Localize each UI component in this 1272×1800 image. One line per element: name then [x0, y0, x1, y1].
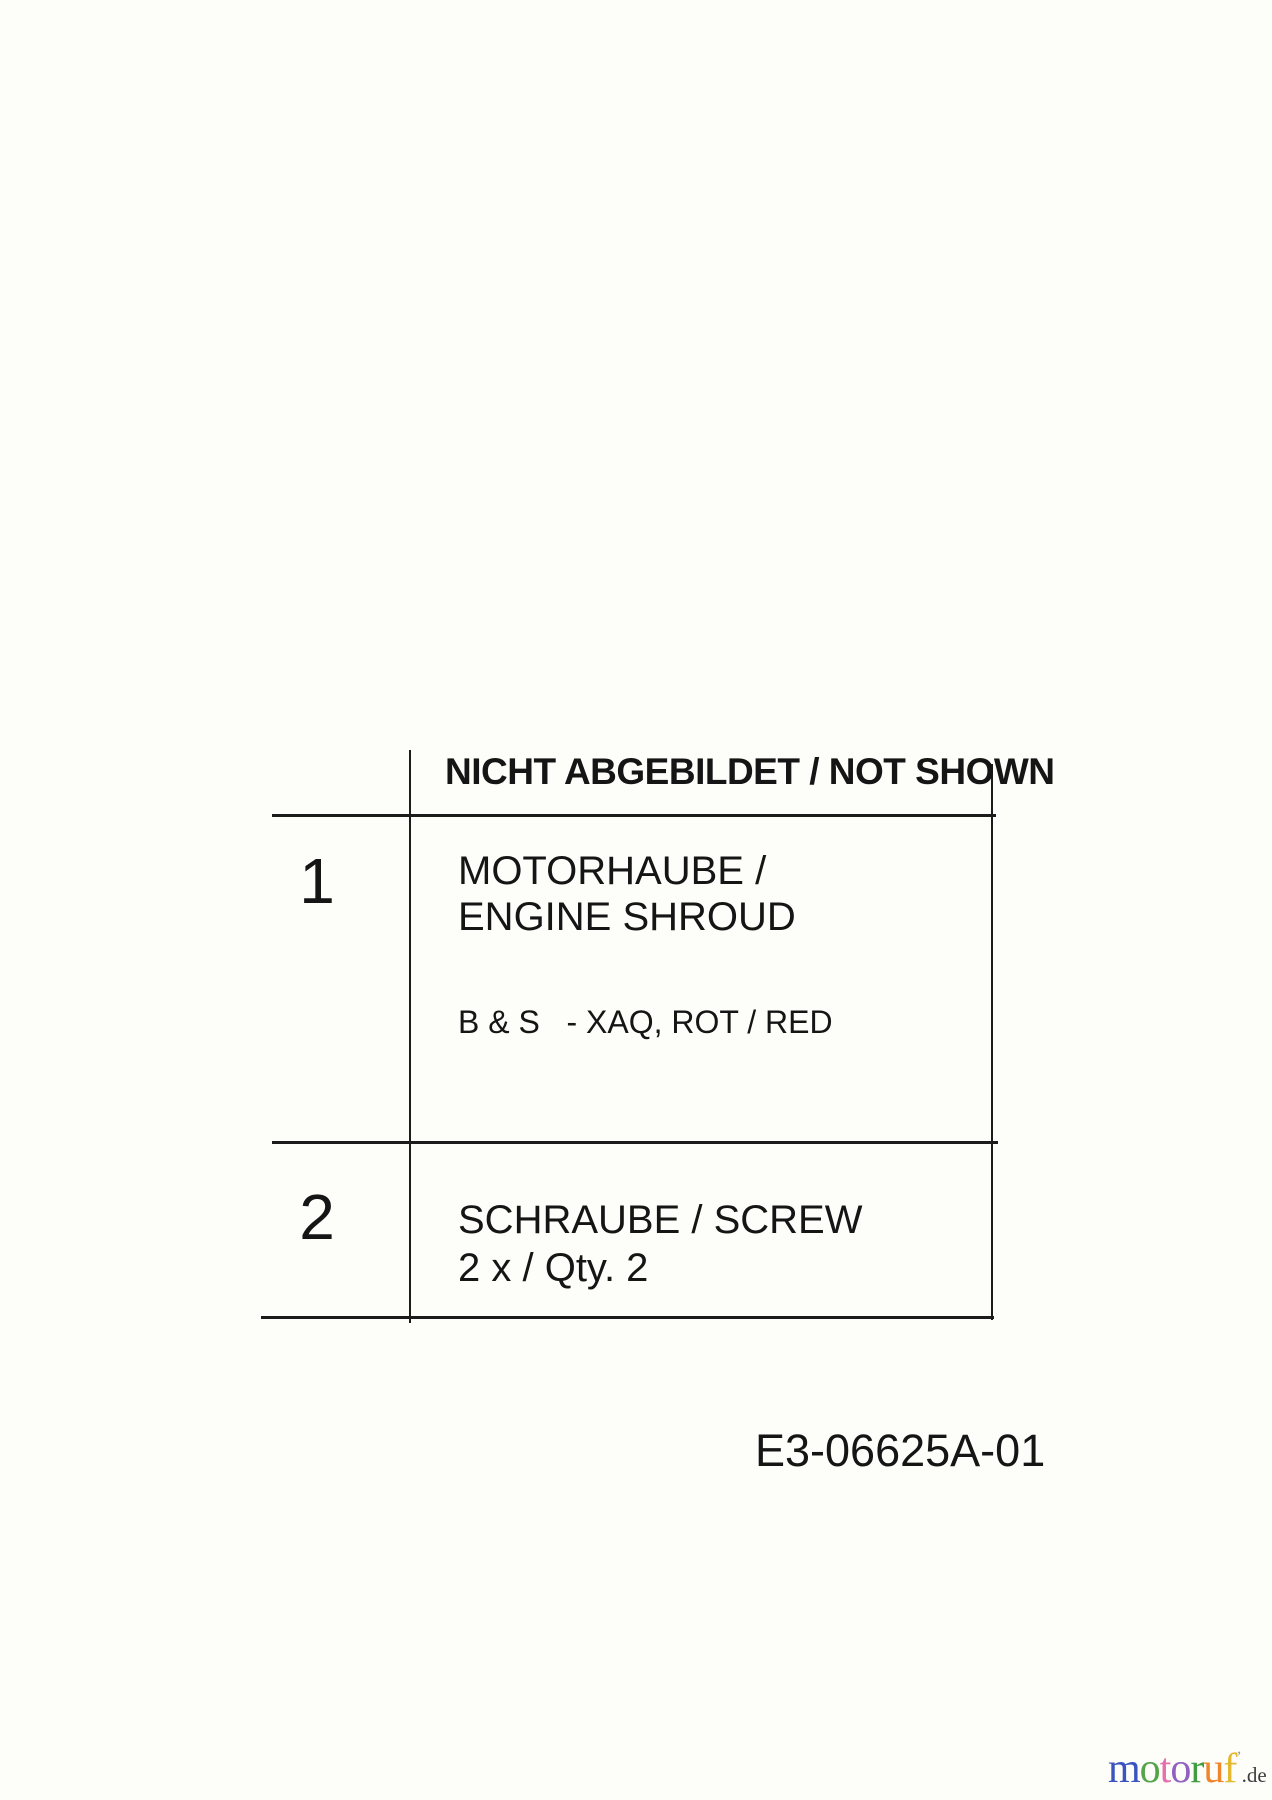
logo-letter: u [1203, 1746, 1224, 1792]
motoruf-logo: m o t o r u f ’ .de [1108, 1748, 1267, 1790]
part-name-line1: SCHRAUBE / SCREW [458, 1198, 863, 1242]
table-row-divider [272, 1141, 998, 1144]
part-variant-note: B & S - XAQ, ROT / RED [458, 1004, 833, 1040]
document-code: E3-06625A-01 [755, 1425, 1046, 1476]
logo-letter: m [1108, 1746, 1141, 1792]
logo-trademark-tick: ’ [1236, 1749, 1242, 1766]
table-left-vertical-rule [409, 750, 411, 1323]
part-name-line2: ENGINE SHROUD [458, 895, 796, 939]
part-name-line1: MOTORHAUBE / [458, 849, 767, 893]
logo-letter: r [1190, 1746, 1204, 1792]
logo-letter: t [1159, 1746, 1172, 1792]
table-header-divider [272, 814, 996, 817]
logo-letter: f [1223, 1746, 1237, 1792]
logo-letter: o [1170, 1746, 1191, 1792]
logo-domain-suffix: .de [1241, 1763, 1267, 1787]
table-right-vertical-rule [991, 764, 993, 1320]
part-name: MOTORHAUBE / ENGINE SHROUD [458, 848, 796, 940]
part-ref-number: 1 [299, 845, 335, 917]
part-name: SCHRAUBE / SCREW 2 x / Qty. 2 [458, 1196, 863, 1292]
table-header-label: NICHT ABGEBILDET / NOT SHOWN [445, 751, 1055, 792]
logo-letter: o [1139, 1746, 1161, 1792]
part-quantity: 2 x / Qty. 2 [458, 1246, 649, 1290]
table-bottom-border [261, 1316, 994, 1319]
part-ref-number: 2 [299, 1181, 335, 1253]
